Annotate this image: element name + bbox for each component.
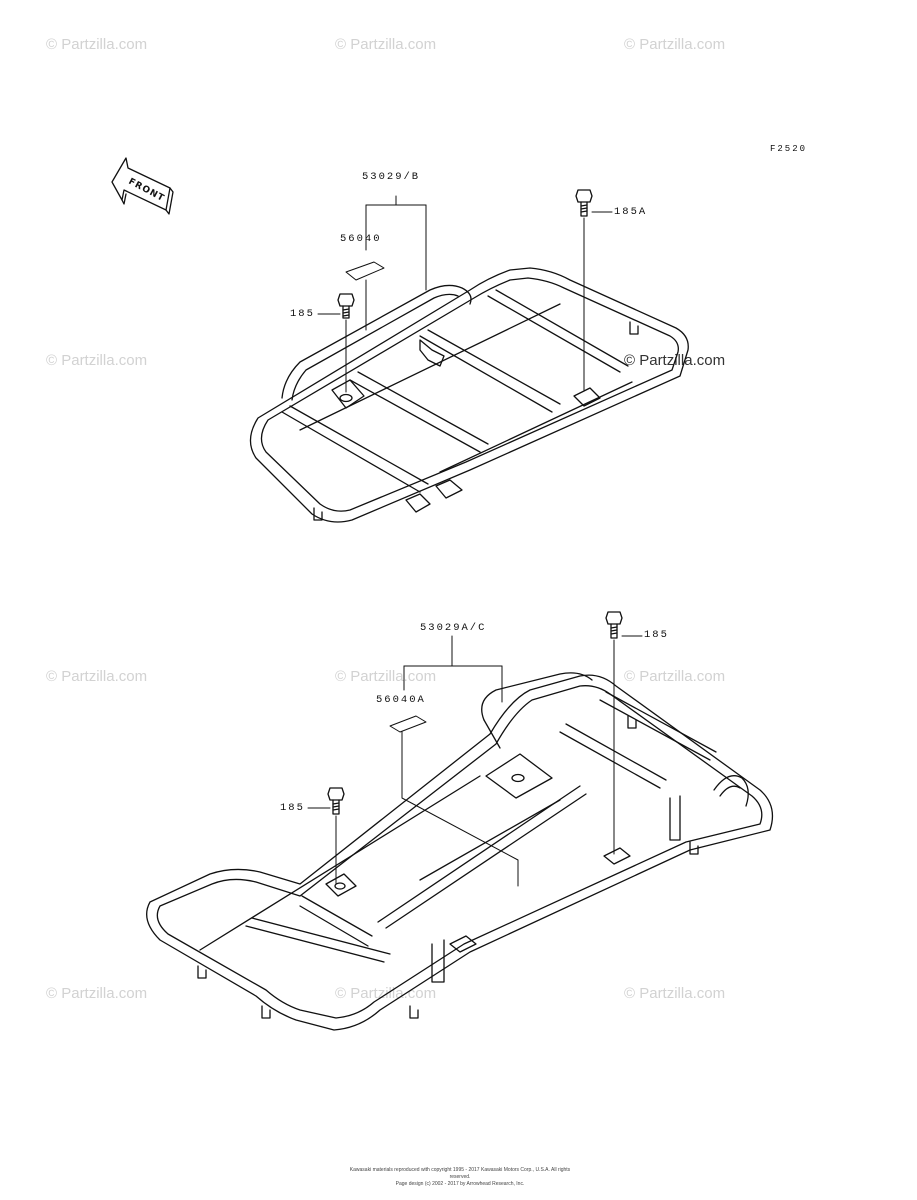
bolt-icon xyxy=(327,787,345,815)
lower-right-bolt-label: 185 xyxy=(644,629,669,641)
watermark: © Partzilla.com xyxy=(46,985,148,1002)
decal-icon xyxy=(389,715,427,733)
copyright-line: Kawasaki materials reproduced with copyr… xyxy=(349,1167,571,1180)
watermark: © Partzilla.com xyxy=(335,985,437,1002)
copyright-footer: Kawasaki materials reproduced with copyr… xyxy=(345,1167,575,1188)
diagram-code: F2520 xyxy=(770,144,808,154)
upper-leader-lines xyxy=(317,195,613,393)
watermark: © Partzilla.com xyxy=(46,352,148,369)
front-arrow-icon xyxy=(111,157,174,215)
watermark: © Partzilla.com xyxy=(46,36,148,53)
lower-leader-lines xyxy=(307,635,643,887)
upper-right-bolt-label: 185A xyxy=(614,206,648,218)
upper-rack-part-label: 53029/B xyxy=(362,171,421,183)
bolt-icon xyxy=(337,293,355,319)
watermark: © Partzilla.com xyxy=(335,36,437,53)
upper-rack-frame xyxy=(249,267,689,523)
lower-rack-part-label: 53029A/C xyxy=(420,622,487,634)
lower-left-bolt-label: 185 xyxy=(280,802,305,814)
copyright-line: Page design (c) 2002 - 2017 by Arrowhead… xyxy=(395,1181,525,1187)
bolt-icon xyxy=(575,189,593,217)
lower-decal-part-label: 56040A xyxy=(376,694,426,706)
lower-rack-frame xyxy=(146,672,774,1031)
watermark: © Partzilla.com xyxy=(624,668,726,685)
bolt-icon xyxy=(605,611,623,639)
watermark: © Partzilla.com xyxy=(335,668,437,685)
upper-left-bolt-label: 185 xyxy=(290,308,315,320)
decal-icon xyxy=(345,261,385,281)
watermark: © Partzilla.com xyxy=(624,36,726,53)
watermark: © Partzilla.com xyxy=(624,985,726,1002)
watermark: © Partzilla.com xyxy=(46,668,148,685)
upper-decal-part-label: 56040 xyxy=(340,233,382,245)
